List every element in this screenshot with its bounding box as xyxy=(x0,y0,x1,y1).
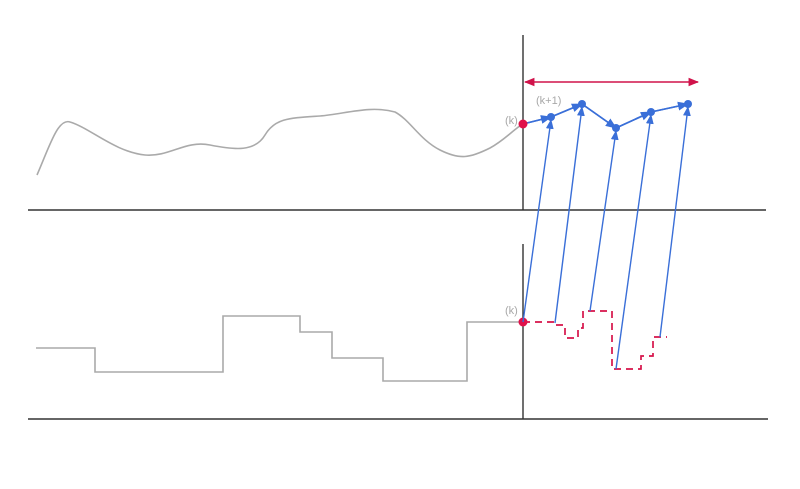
predicted-point-2 xyxy=(578,100,586,108)
label-k-top: (k) xyxy=(505,115,518,127)
predicted-point-3 xyxy=(612,124,620,132)
predicted-point-1 xyxy=(547,113,555,121)
label-k-plus-1: (k+1) xyxy=(536,95,561,107)
current-output-point xyxy=(518,119,528,129)
label-k-bottom: (k) xyxy=(505,305,518,317)
predicted-point-5 xyxy=(684,100,692,108)
past-output-curve xyxy=(36,108,524,176)
input-to-output-arrows xyxy=(522,106,691,370)
predicted-output-arrows xyxy=(522,101,690,129)
future-input-staircase xyxy=(523,310,667,370)
past-input-staircase xyxy=(36,315,523,382)
predicted-point-4 xyxy=(647,108,655,116)
